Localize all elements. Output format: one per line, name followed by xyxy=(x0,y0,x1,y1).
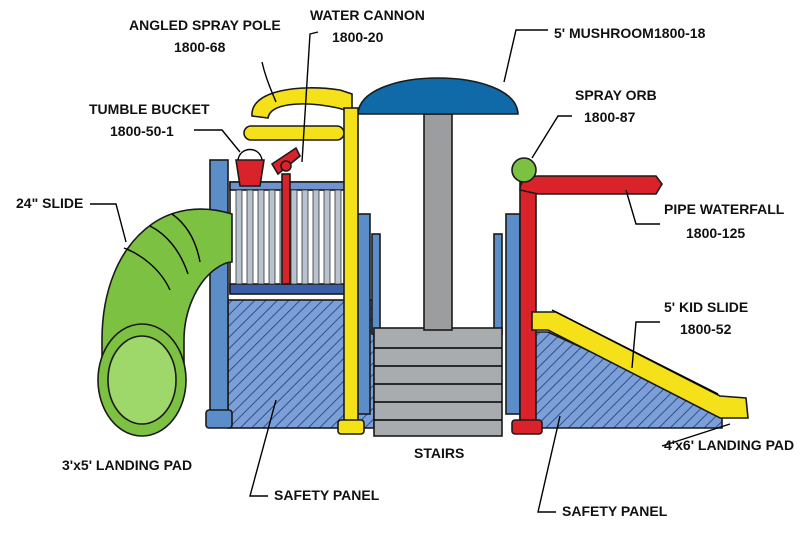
label-pipe-waterfall-name: PIPE WATERFALL xyxy=(664,201,785,217)
label-safety-panel-right: SAFETY PANEL xyxy=(562,503,668,519)
tumble-bucket xyxy=(235,148,265,187)
label-stairs: STAIRS xyxy=(414,445,464,461)
spray-orb xyxy=(511,157,537,183)
label-landing-pad-4x6: 4'x6' LANDING PAD xyxy=(664,437,794,453)
angled-spray-pole xyxy=(243,87,365,435)
stairs xyxy=(373,327,503,437)
label-water-cannon-name: WATER CANNON xyxy=(310,7,425,23)
label-safety-panel-left: SAFETY PANEL xyxy=(274,487,380,503)
label-pipe-waterfall-code: 1800-125 xyxy=(686,225,745,241)
kid-slide xyxy=(531,309,749,419)
label-slide-24: 24" SLIDE xyxy=(16,195,83,211)
label-spray-orb-code: 1800-87 xyxy=(584,109,636,125)
label-kid-slide-name: 5' KID SLIDE xyxy=(664,299,748,315)
label-mushroom-code: 1800-18 xyxy=(654,25,706,41)
label-angled-spray-pole-name: ANGLED SPRAY POLE xyxy=(129,17,281,33)
label-angled-spray-pole-code: 1800-68 xyxy=(174,39,226,55)
water-cannon xyxy=(270,146,302,285)
pipe-waterfall xyxy=(511,157,663,435)
label-water-cannon-code: 1800-20 xyxy=(332,29,384,45)
label-tumble-bucket-name: TUMBLE BUCKET xyxy=(89,101,210,117)
label-tumble-bucket-code: 1800-50-1 xyxy=(110,123,174,139)
label-spray-orb-name: SPRAY ORB xyxy=(575,87,657,103)
label-landing-pad-3x5: 3'x5' LANDING PAD xyxy=(62,457,192,473)
blue-posts xyxy=(205,159,521,429)
mushroom xyxy=(357,77,519,331)
tube-slide xyxy=(97,208,233,437)
label-mushroom-name: 5' MUSHROOM xyxy=(554,25,654,41)
leader-lines xyxy=(90,29,731,513)
label-kid-slide-code: 1800-52 xyxy=(680,321,732,337)
